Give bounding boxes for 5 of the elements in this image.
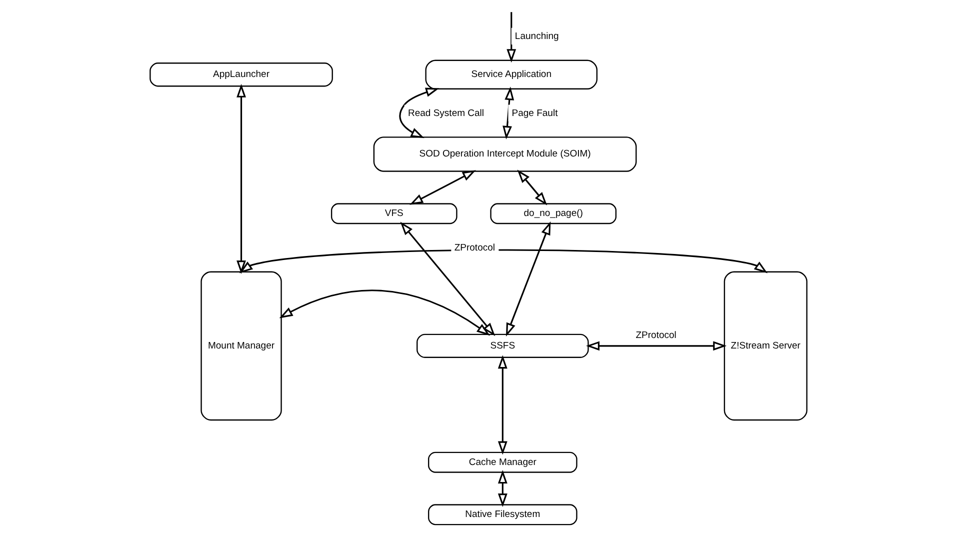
edge-label: Launching [514, 31, 558, 42]
edge-label: Page Fault [511, 108, 558, 119]
edge-label: ZProtocol [635, 330, 676, 342]
edge-label: Read System Call [408, 108, 484, 119]
edge-label: ZProtocol [454, 242, 494, 254]
